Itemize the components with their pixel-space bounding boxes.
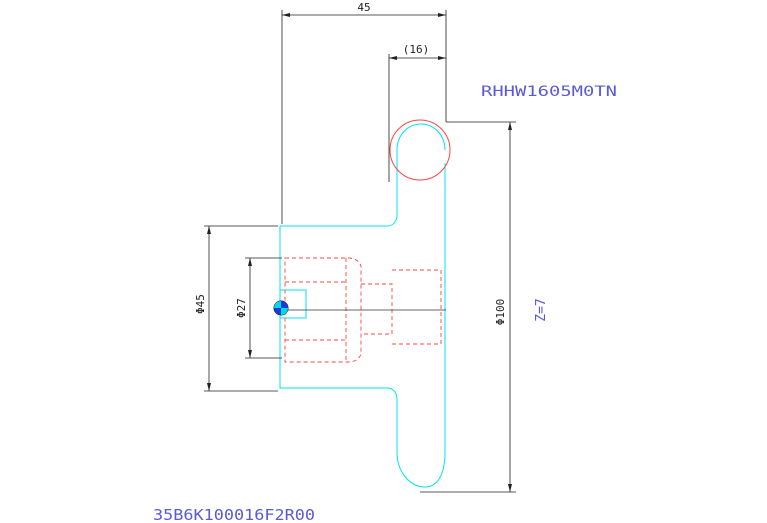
- dimension-lines: [204, 10, 516, 493]
- teeth-count: Z=7: [534, 298, 549, 321]
- dimension-arrows: [207, 13, 512, 492]
- dim-bore-inner: Φ27: [235, 298, 248, 318]
- dim-bore-outer: Φ45: [194, 294, 207, 314]
- dim-overall-width: 45: [357, 1, 370, 14]
- sprocket-tooth-circle: [389, 119, 451, 181]
- part-code-top: RHHW1605M0TN: [481, 84, 617, 100]
- dim-hub-ref: (16): [403, 43, 430, 56]
- part-code-bottom: 35B6K100016F2R00: [153, 506, 315, 523]
- part-outline: [279, 123, 446, 488]
- center-mark-icon: [273, 300, 289, 316]
- dim-pitch-diameter: Φ100: [494, 299, 507, 326]
